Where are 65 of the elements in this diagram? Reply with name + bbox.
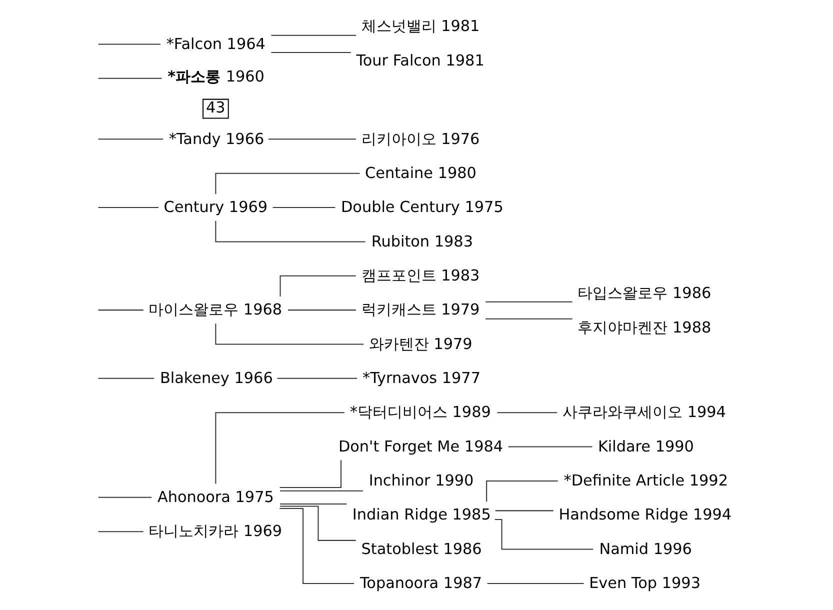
node-text: 후지야마켄잔 1988	[578, 318, 712, 336]
node-text: Century 1969	[164, 198, 268, 216]
node-label: 43	[206, 98, 226, 117]
connector	[486, 301, 572, 302]
node-text: Topanoora 1987	[360, 574, 482, 592]
node-text: 타입스왈로우 1986	[578, 284, 712, 302]
node-text: 와카텐잔 1979	[368, 334, 472, 353]
connector	[494, 519, 594, 550]
node-text: 사쿠라와쿠세이오 1994	[562, 403, 726, 422]
connector	[280, 504, 347, 505]
node-text: *파소롱 1960	[168, 68, 264, 86]
connector	[98, 78, 162, 79]
node-text: Tour Falcon 1981	[356, 51, 484, 70]
node-text: 타니노치카라 1969	[148, 522, 282, 540]
node-text: Kildare 1990	[598, 437, 694, 456]
node-text: 캠프포인트 1983	[361, 266, 480, 284]
node-text: Double Century 1975	[341, 198, 504, 216]
connector	[277, 378, 358, 379]
connector	[98, 138, 164, 140]
connector	[508, 446, 592, 448]
node-text: Ahonoora 1975	[157, 488, 274, 506]
node-text: Namid 1996	[599, 540, 692, 558]
node-text: 럭키캐스트 1979	[361, 300, 480, 319]
connector	[272, 207, 336, 208]
connector	[98, 207, 158, 208]
node-text: *Definite Article 1992	[564, 472, 728, 490]
node-text: Rubiton 1983	[371, 232, 473, 250]
node-text: *닥터디비어스 1989	[350, 403, 491, 422]
connector	[268, 138, 356, 140]
connector	[215, 324, 364, 345]
connector	[98, 44, 160, 45]
node-text: Even Top 1993	[589, 574, 700, 592]
connector	[288, 310, 356, 311]
connector	[497, 412, 558, 414]
connector	[495, 510, 554, 512]
connector	[98, 378, 154, 379]
connector	[487, 582, 584, 584]
connector	[271, 52, 351, 53]
connector	[215, 221, 366, 242]
node-text: *Tyrnavos 1977	[362, 368, 480, 387]
connector	[280, 506, 356, 541]
node-text: 리키아이오 1976	[361, 130, 480, 148]
connector	[98, 531, 144, 532]
node-text: Statoblest 1986	[361, 540, 482, 558]
node-text: Blakeney 1966	[160, 368, 273, 387]
node-text: Handsome Ridge 1994	[558, 506, 732, 524]
node-text: 마이스왈로우 1968	[148, 300, 282, 319]
connector	[280, 275, 356, 297]
node-text: *Falcon 1964	[166, 34, 266, 53]
node-text: *Tandy 1966	[168, 130, 264, 148]
connector	[98, 310, 144, 311]
connector	[98, 496, 152, 498]
connector	[280, 508, 354, 584]
node-text: Don't Forget Me 1984	[338, 437, 504, 456]
node-text: Indian Ridge 1985	[352, 506, 491, 524]
node-text: Centaine 1980	[365, 164, 476, 182]
connector	[271, 34, 356, 36]
connector	[280, 460, 342, 488]
node-text: 체스넛밸리 1981	[361, 17, 480, 36]
connector	[215, 412, 344, 484]
connector	[280, 490, 363, 492]
connector	[486, 480, 558, 502]
node-text: Inchinor 1990	[368, 472, 474, 490]
connector	[215, 172, 360, 194]
connector	[486, 318, 572, 320]
